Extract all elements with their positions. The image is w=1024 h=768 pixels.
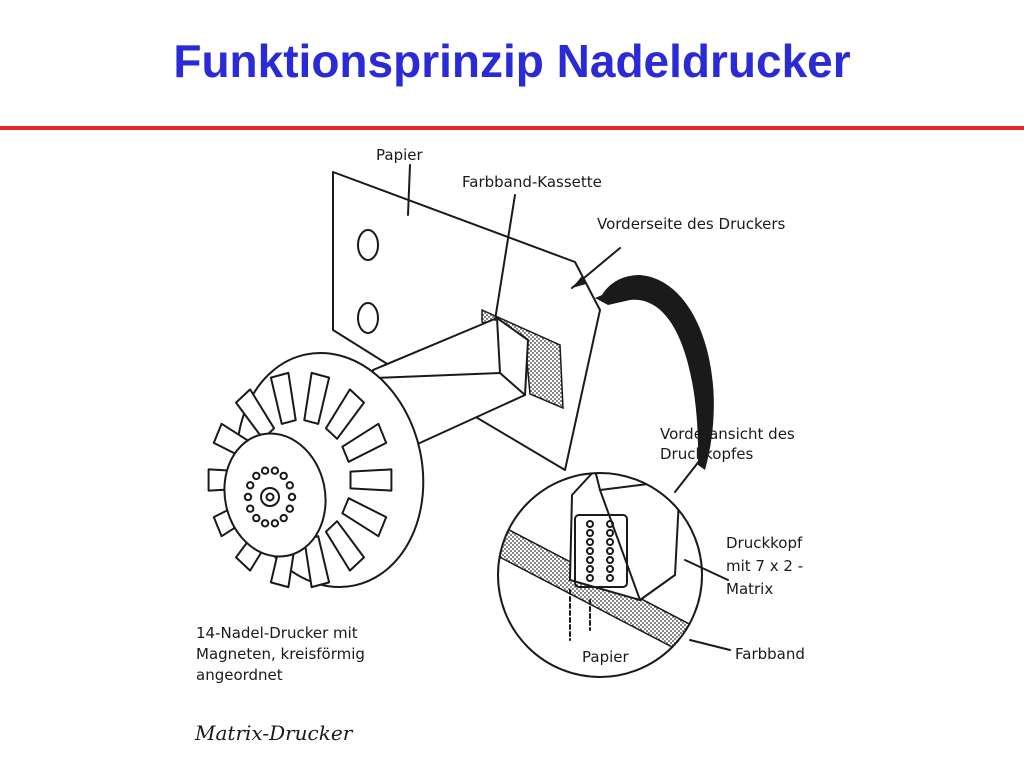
- matrix-pin: [586, 574, 594, 582]
- matrix-pin: [606, 574, 614, 582]
- label-head-front-view-line1: Vorderansicht des: [660, 425, 795, 443]
- ribbon-cassette: [481, 308, 564, 410]
- label-ribbon: Farbband: [735, 645, 805, 663]
- pin-hole: [279, 513, 288, 523]
- print-head-detail-view: [497, 472, 703, 678]
- pin-hole: [279, 471, 288, 481]
- magnet-tooth: [349, 468, 393, 492]
- label-paper-top: Papier: [376, 146, 423, 164]
- matrix-pin: [586, 565, 594, 573]
- pin-hole: [246, 481, 255, 490]
- pin-hole: [252, 471, 261, 481]
- matrix-pin: [586, 556, 594, 564]
- magnet-tooth: [341, 422, 388, 463]
- magnet-tooth: [341, 497, 388, 538]
- pin-hole: [285, 504, 294, 513]
- pin-hole: [270, 466, 280, 475]
- pin-hole: [246, 504, 255, 513]
- magnet-tooth: [303, 371, 331, 425]
- pin-hole: [260, 466, 270, 475]
- matrix-pin: [606, 565, 614, 573]
- label-print-head-line2: mit 7 x 2 -: [726, 557, 803, 575]
- magnet-tooth: [235, 388, 276, 440]
- matrix-pin: [606, 538, 614, 546]
- pin-hole: [287, 492, 297, 502]
- label-print-head-line1: Druckkopf: [726, 534, 803, 552]
- magnet-tooth: [324, 388, 365, 440]
- pin-hole: [260, 519, 270, 528]
- label-head-front-view-line2: Druckkopfes: [660, 445, 754, 463]
- matrix-pin: [586, 538, 594, 546]
- label-ribbon-cassette: Farbband-Kassette: [462, 173, 602, 191]
- title-divider: [0, 126, 1024, 130]
- leader-lines: [407, 164, 731, 651]
- matrix-pin: [586, 520, 594, 528]
- slide-title: Funktionsprinzip Nadeldrucker: [173, 35, 851, 87]
- label-14-pin-line2: Magneten, kreisförmig: [196, 645, 365, 663]
- pin-hole: [270, 519, 280, 528]
- pin-hole: [252, 513, 261, 523]
- label-paper-detail: Papier: [582, 648, 629, 666]
- front-side-arrow: [571, 247, 714, 470]
- magnet-tooth: [324, 520, 365, 572]
- magnet-tooth: [269, 371, 297, 425]
- magnet-wheel: [207, 352, 425, 589]
- matrix-pin: [606, 556, 614, 564]
- diagram-caption: Matrix-Drucker: [194, 721, 354, 745]
- matrix-pin: [586, 529, 594, 537]
- label-14-pin-line1: 14-Nadel-Drucker mit: [196, 624, 358, 642]
- label-14-pin-line3: angeordnet: [196, 666, 283, 684]
- matrix-pin: [606, 520, 614, 528]
- matrix-pin: [586, 547, 594, 555]
- label-print-head-line3: Matrix: [726, 580, 773, 598]
- label-printer-front: Vorderseite des Druckers: [597, 215, 786, 233]
- matrix-pin: [606, 547, 614, 555]
- pin-hole: [243, 492, 253, 502]
- pin-hole: [285, 481, 294, 490]
- matrix-pin: [606, 529, 614, 537]
